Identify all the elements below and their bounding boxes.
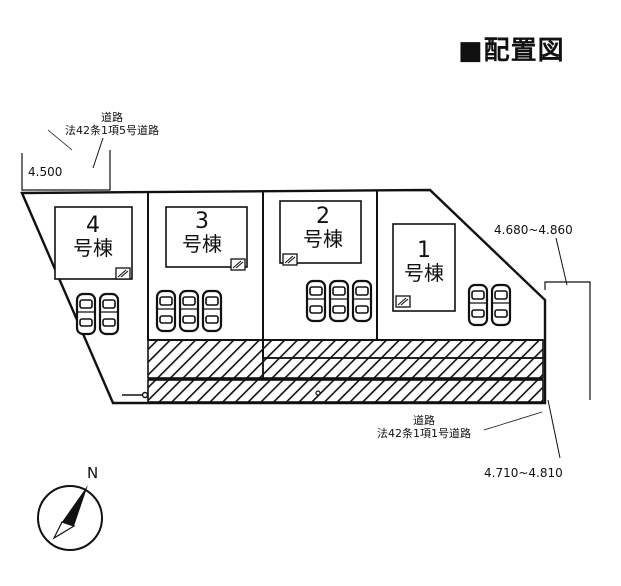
parking-car-3-b (178, 289, 200, 333)
building-1-name: 号棟 (404, 261, 444, 285)
building-3 (165, 206, 248, 268)
parking-car-4-b (98, 292, 120, 336)
bottom-road-type: 法42条1項1号道路 (377, 427, 471, 440)
porch-building-4 (115, 267, 131, 280)
porch-building-2 (282, 253, 298, 266)
top-road-label: 道路 法42条1項5号道路 (52, 111, 172, 137)
parking-car-4-a (75, 292, 97, 336)
bottom-road-label: 道路 法42条1項1号道路 (362, 414, 486, 440)
top-road-type: 法42条1項5号道路 (65, 124, 159, 137)
building-4-name: 号棟 (73, 236, 113, 260)
porch-building-3 (230, 258, 246, 271)
right-road-outline (544, 281, 591, 400)
bottom-road-name: 道路 (413, 414, 435, 427)
dimension-right-upper: 4.680~4.860 (494, 223, 573, 237)
building-2-label: 2 号棟 (293, 204, 353, 251)
page-title: ■配置図 (458, 36, 565, 66)
parking-car-2-c (351, 279, 373, 323)
building-1-number: 1 (417, 238, 431, 263)
compass-north-label: N (87, 464, 99, 482)
driveway-strip-lower (147, 379, 544, 403)
building-3-number: 3 (195, 209, 209, 234)
boundary-marker-dot (141, 391, 149, 399)
building-2-name: 号棟 (303, 227, 343, 251)
building-3-name: 号棟 (182, 232, 222, 256)
driveway-strip-upper (262, 339, 544, 359)
dimension-right-lower: 4.710~4.810 (484, 466, 563, 480)
center-marker-dot (315, 390, 321, 396)
dim-leader-upper (555, 237, 568, 286)
bottom-road-label-leader (483, 411, 543, 431)
driveway-strip-mid-right (262, 357, 544, 379)
driveway-strip-mid-left (147, 339, 264, 379)
building-3-label: 3 号棟 (172, 209, 232, 256)
dim-leader-lower (547, 399, 561, 459)
porch-building-1 (395, 295, 411, 308)
top-road-label-leader (47, 129, 73, 151)
top-road-outline (21, 150, 111, 191)
top-road-width-leader (92, 137, 104, 169)
top-road-name: 道路 (101, 111, 123, 124)
compass-needle (62, 485, 88, 526)
building-4-label: 4 号棟 (63, 213, 123, 260)
building-4-number: 4 (86, 213, 100, 238)
building-2-number: 2 (316, 204, 330, 229)
parking-car-1-b (490, 283, 512, 327)
parking-car-2-a (305, 279, 327, 323)
site-boundary (20, 188, 547, 405)
parking-car-2-b (328, 279, 350, 323)
top-road-width: 4.500 (28, 165, 63, 179)
parking-car-3-a (155, 289, 177, 333)
building-4 (54, 206, 133, 280)
building-2 (279, 200, 362, 264)
parking-car-1-a (467, 283, 489, 327)
building-1-label: 1 号棟 (394, 238, 454, 285)
parking-car-3-c (201, 289, 223, 333)
